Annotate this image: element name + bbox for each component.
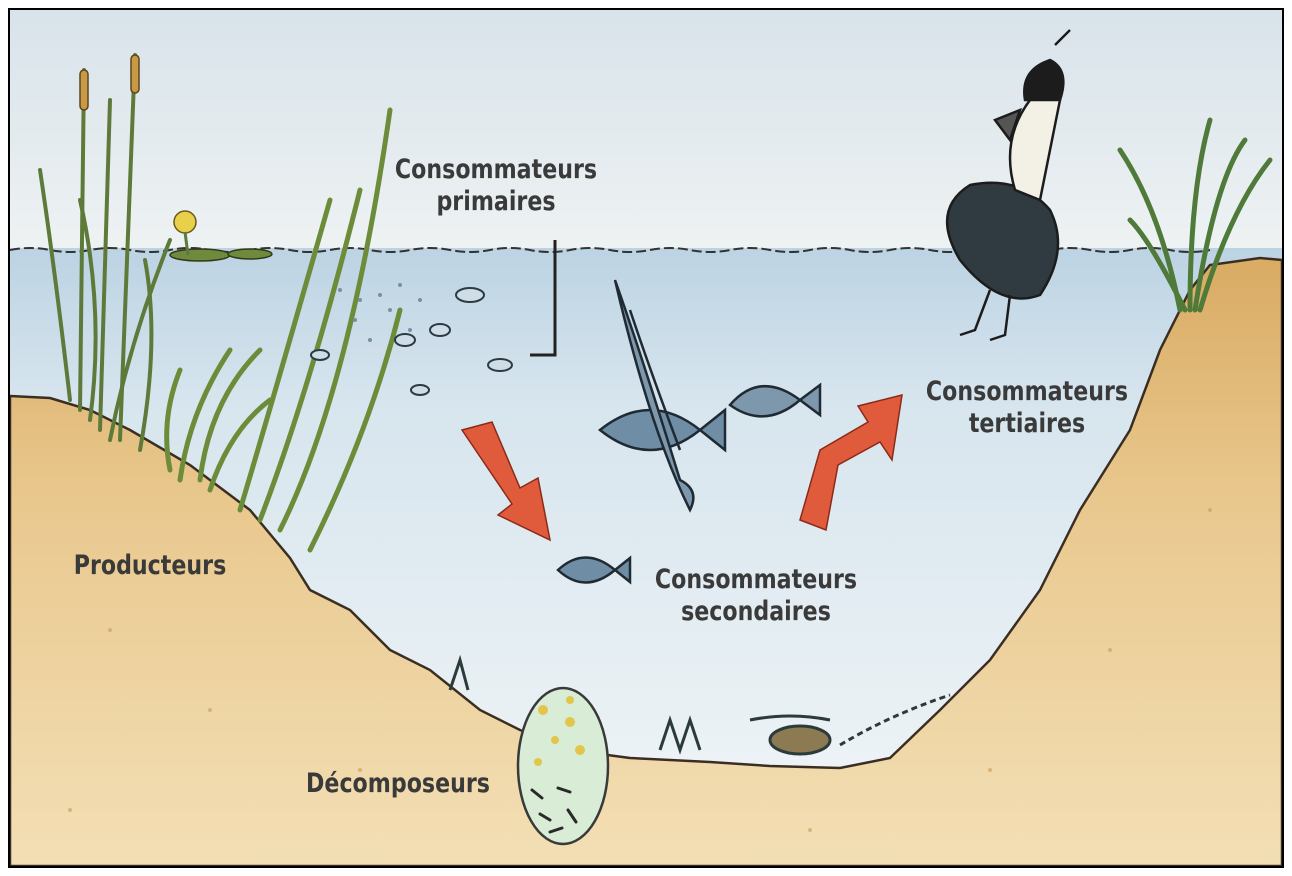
label-tertiary-consumers: Consommateurs tertiaires: [925, 376, 1130, 440]
label-producers: Producteurs: [68, 550, 232, 582]
label-tertiary-line2: tertiaires: [925, 408, 1130, 440]
label-decomposers: Décomposeurs: [300, 768, 497, 800]
label-primary-line2: primaires: [389, 186, 602, 218]
label-secondary-line2: secondaires: [649, 596, 862, 628]
label-primary-consumers: Consommateurs primaires: [389, 154, 602, 218]
label-secondary-line1: Consommateurs: [649, 564, 862, 596]
label-primary-line1: Consommateurs: [389, 154, 602, 186]
label-tertiary-line1: Consommateurs: [925, 376, 1130, 408]
diagram-frame: Consommateurs primaires Consommateurs te…: [8, 8, 1284, 868]
label-secondary-consumers: Consommateurs secondaires: [649, 564, 862, 628]
sky: [10, 10, 1282, 250]
decomposer-bubble-icon: [518, 688, 608, 844]
